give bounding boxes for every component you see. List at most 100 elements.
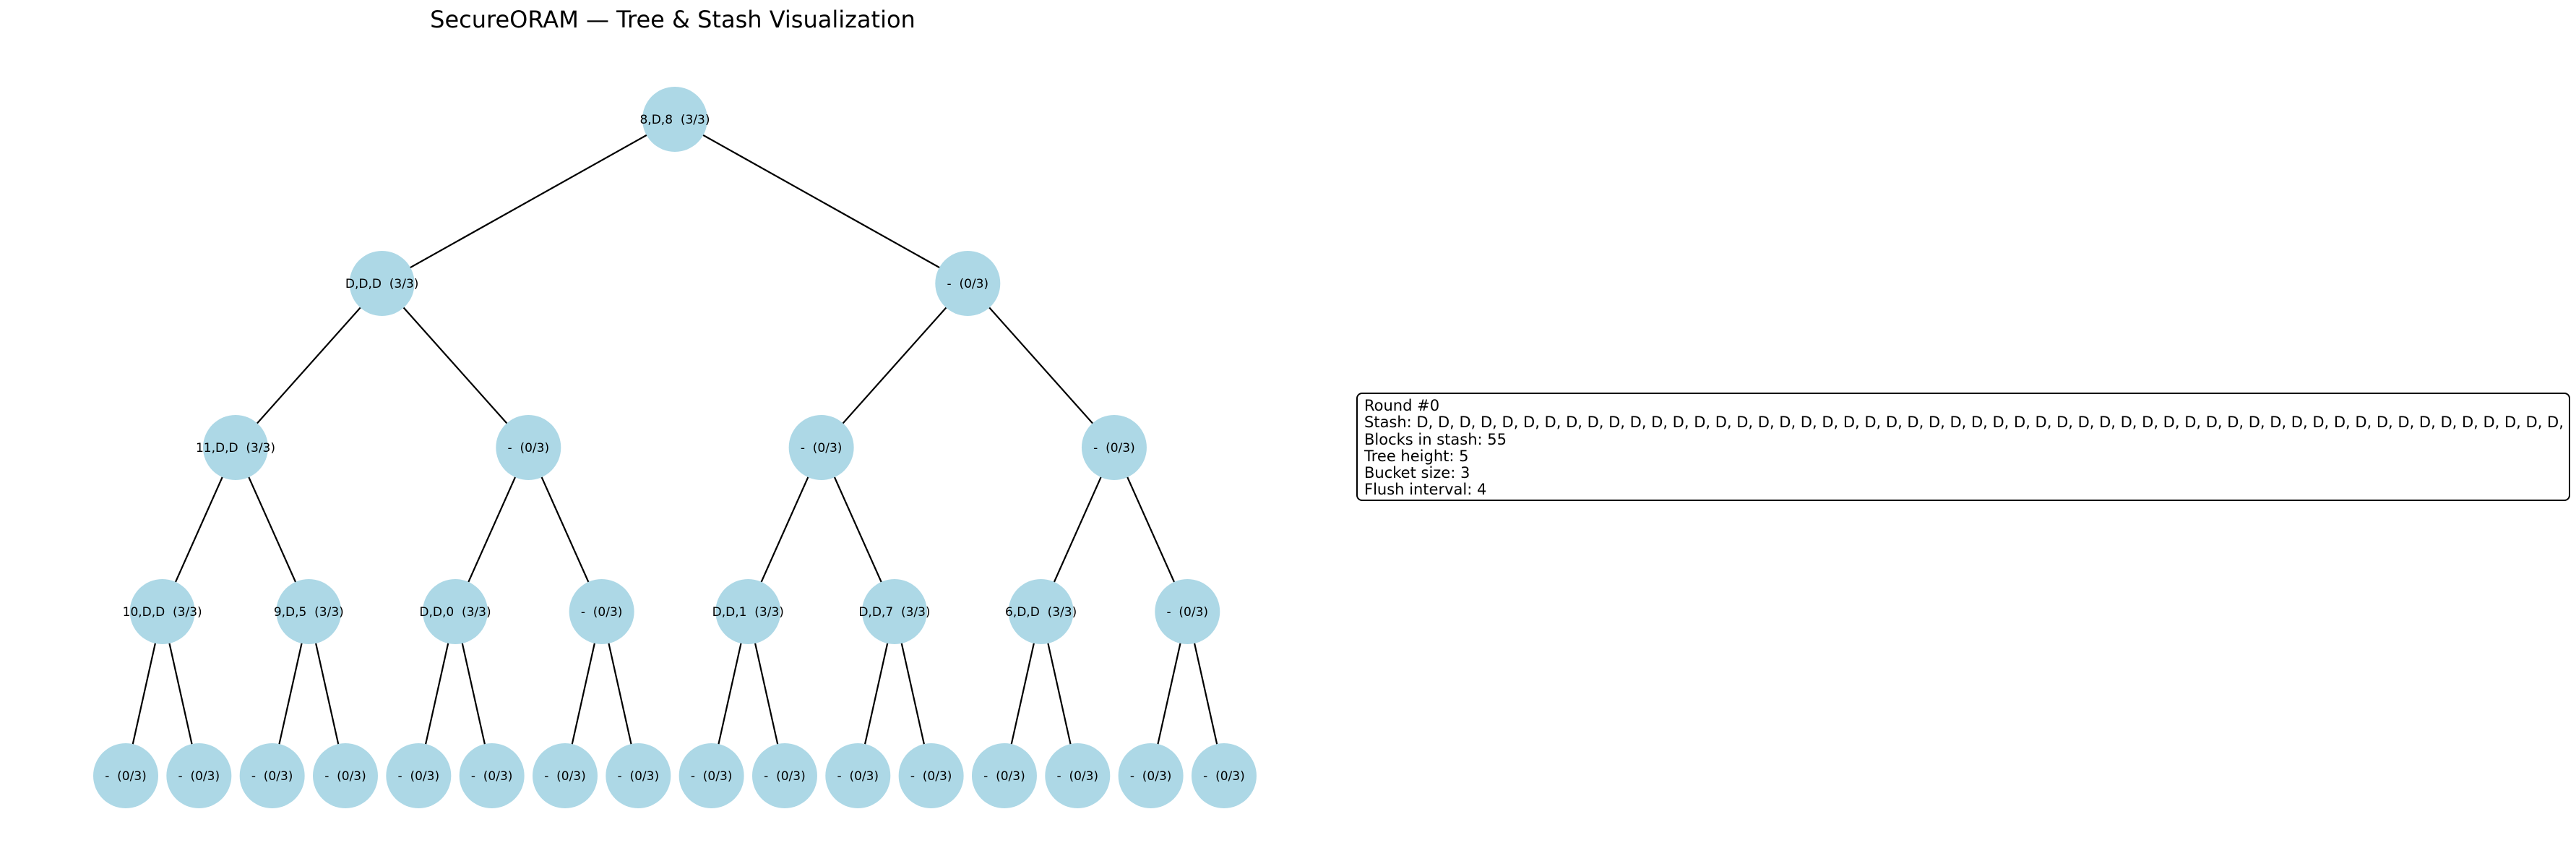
bucket-label: - (0/3) [983, 769, 1025, 784]
bucket-node: - (0/3) [751, 743, 817, 808]
bucket-node: 9,D,5 (3/3) [274, 579, 344, 644]
bucket-node: - (0/3) [679, 743, 744, 808]
bucket-circle [93, 743, 158, 808]
bucket-node: D,D,D (3/3) [345, 251, 419, 316]
bucket-label: - (0/3) [837, 769, 879, 784]
bucket-circle [1118, 743, 1184, 808]
bucket-node: - (0/3) [459, 743, 525, 808]
bucket-label: - (0/3) [178, 769, 220, 784]
tree-height: Tree height: 5 [1364, 447, 1469, 465]
bucket-node: D,D,0 (3/3) [419, 579, 491, 644]
bucket-node: D,D,1 (3/3) [712, 579, 784, 644]
bucket-label: - (0/3) [910, 769, 952, 784]
bucket-circle [459, 743, 525, 808]
bucket-circle [861, 579, 927, 644]
bucket-node: - (0/3) [1045, 743, 1111, 808]
bucket-node: - (0/3) [239, 743, 305, 808]
bucket-node: 6,D,D (3/3) [1005, 579, 1077, 644]
bucket-circle [898, 743, 964, 808]
round-label: Round #0 [1364, 397, 1440, 414]
bucket-node: - (0/3) [532, 743, 598, 808]
bucket-label: - (0/3) [544, 769, 586, 784]
oram-tree: 8,D,8 (3/3) D,D,D (3/3) - (0/3) 11,D,D (3/3… [93, 87, 1257, 808]
bucket-label: - (0/3) [1130, 769, 1172, 784]
bucket-circle [971, 743, 1037, 808]
bucket-label: D,D,7 (3/3) [858, 605, 930, 620]
bucket-label: - (0/3) [508, 441, 550, 455]
tree-edge [235, 283, 383, 448]
bucket-node: - (0/3) [386, 743, 452, 808]
tree-nodes: 8,D,8 (3/3) D,D,D (3/3) - (0/3) 11,D,D (3/3… [93, 87, 1257, 808]
bucket-label: - (0/3) [581, 605, 623, 620]
bucket-node: D,D,7 (3/3) [858, 579, 931, 644]
bucket-label: - (0/3) [1057, 769, 1099, 784]
bucket-label: - (0/3) [618, 769, 660, 784]
bucket-circle [129, 579, 195, 644]
bucket-circle [496, 415, 561, 480]
bucket-node: - (0/3) [166, 743, 232, 808]
bucket-node: - (0/3) [788, 415, 854, 480]
bucket-label: - (0/3) [1203, 769, 1245, 784]
bucket-node: - (0/3) [569, 579, 634, 644]
bucket-circle [202, 415, 268, 480]
bucket-node: - (0/3) [935, 251, 1001, 316]
bucket-label: - (0/3) [1166, 605, 1208, 620]
page-title: SecureORAM — Tree & Stash Visualization [430, 6, 916, 33]
bucket-size: Bucket size: 3 [1364, 464, 1470, 482]
bucket-node: - (0/3) [312, 743, 378, 808]
tree-edges [124, 119, 1225, 776]
bucket-node: - (0/3) [496, 415, 561, 480]
bucket-circle [715, 579, 781, 644]
bucket-circle [276, 579, 342, 644]
flush-interval: Flush interval: 4 [1364, 481, 1487, 499]
bucket-label: D,D,1 (3/3) [712, 605, 784, 620]
bucket-node: - (0/3) [1191, 743, 1257, 808]
tree-edge [967, 283, 1115, 448]
tree-edge [381, 283, 530, 448]
bucket-node: 11,D,D (3/3) [196, 415, 275, 480]
bucket-label: D,D,D (3/3) [345, 277, 419, 291]
bucket-label: D,D,0 (3/3) [419, 605, 491, 620]
bucket-circle [422, 579, 488, 644]
bucket-circle [239, 743, 305, 808]
bucket-label: - (0/3) [691, 769, 733, 784]
bucket-circle [751, 743, 817, 808]
bucket-label: - (0/3) [1093, 441, 1135, 455]
bucket-label: - (0/3) [764, 769, 806, 784]
bucket-circle [312, 743, 378, 808]
bucket-circle [1008, 579, 1074, 644]
bucket-node: - (0/3) [825, 743, 891, 808]
bucket-circle [788, 415, 854, 480]
bucket-node: - (0/3) [1155, 579, 1220, 644]
bucket-circle [606, 743, 671, 808]
bucket-node: 10,D,D (3/3) [123, 579, 202, 644]
bucket-circle [935, 251, 1001, 316]
bucket-node: - (0/3) [898, 743, 964, 808]
bucket-node: - (0/3) [93, 743, 158, 808]
bucket-circle [1155, 579, 1220, 644]
tree-edge [820, 283, 969, 448]
bucket-node: - (0/3) [606, 743, 671, 808]
bucket-circle [1081, 415, 1147, 480]
bucket-label: 6,D,D (3/3) [1005, 605, 1077, 620]
bucket-label: - (0/3) [105, 769, 147, 784]
bucket-circle [532, 743, 598, 808]
bucket-circle [1191, 743, 1257, 808]
bucket-label: - (0/3) [947, 277, 989, 291]
bucket-circle [679, 743, 744, 808]
bucket-node: - (0/3) [1118, 743, 1184, 808]
bucket-circle [569, 579, 634, 644]
bucket-circle [1045, 743, 1111, 808]
stash-contents: Stash: D, D, D, D, D, D, D, D, D, D, D, … [1364, 414, 2570, 432]
bucket-label: 9,D,5 (3/3) [274, 605, 344, 620]
bucket-label: - (0/3) [801, 441, 843, 455]
bucket-node: 8,D,8 (3/3) [639, 87, 710, 152]
bucket-label: 8,D,8 (3/3) [639, 113, 710, 127]
bucket-node: - (0/3) [971, 743, 1037, 808]
tree-edge [382, 119, 676, 284]
bucket-circle [825, 743, 891, 808]
bucket-label: - (0/3) [251, 769, 293, 784]
bucket-label: - (0/3) [324, 769, 366, 784]
blocks-in-stash: Blocks in stash: 55 [1364, 430, 1507, 448]
bucket-circle [166, 743, 232, 808]
